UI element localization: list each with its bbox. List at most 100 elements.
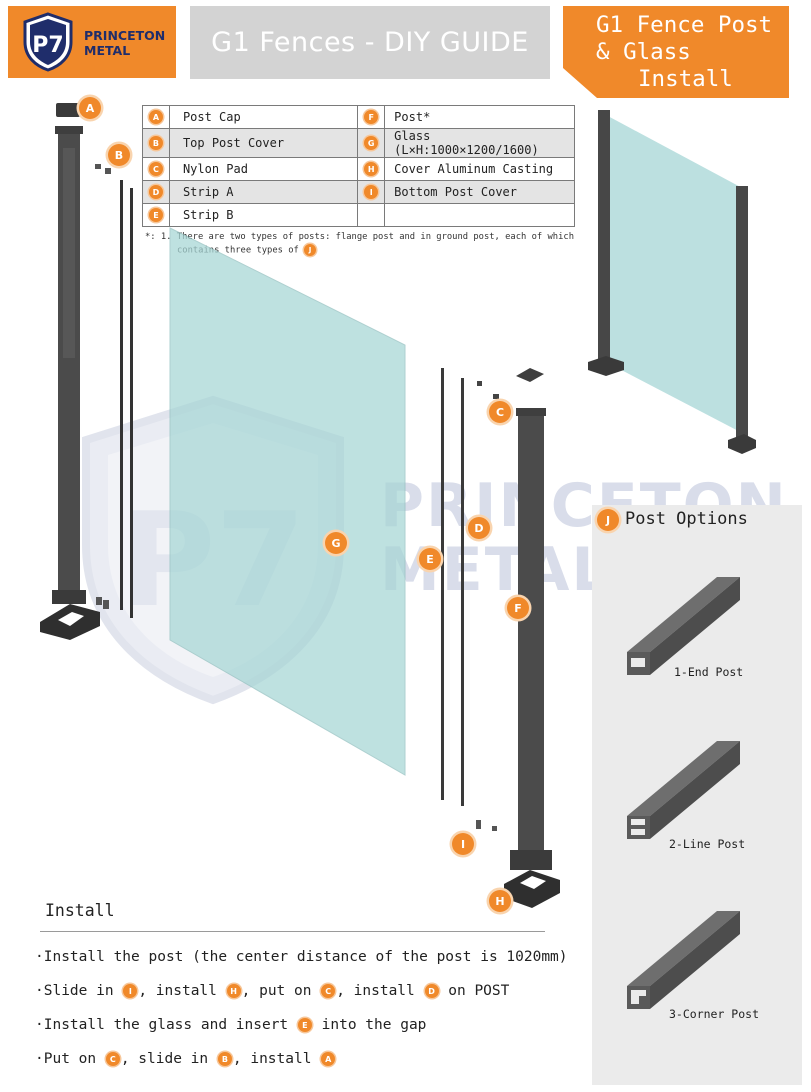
install-step-2: ·Slide in I, install H, put on C, instal… bbox=[35, 983, 509, 999]
left-post-cap bbox=[56, 103, 80, 117]
callout-f: F bbox=[507, 597, 529, 619]
part-name: Cover Aluminum Casting bbox=[394, 162, 554, 176]
step1-text: ·Install the post (the center distance o… bbox=[35, 949, 568, 965]
tag-line1: G1 Fence Post bbox=[596, 12, 773, 38]
part-name: Strip A bbox=[182, 185, 234, 199]
step2-badge-3: C bbox=[321, 984, 336, 998]
step4-badge-1: C bbox=[105, 1052, 120, 1066]
parts-table-cell bbox=[384, 203, 575, 227]
center-strip-e bbox=[461, 378, 464, 806]
left-post bbox=[52, 126, 86, 604]
glass-panel bbox=[169, 227, 406, 776]
step4-text-1: ·Put on bbox=[35, 1051, 97, 1067]
post-option-end-label: 1-End Post bbox=[674, 665, 744, 679]
step2-text-1: ·Slide in bbox=[35, 983, 114, 999]
step4-badge-2: B bbox=[217, 1052, 232, 1066]
corner-post-profile-icon bbox=[627, 911, 740, 1009]
post-options-title: Post Options bbox=[625, 509, 748, 529]
parts-table-row: C Nylon Pad H Cover Aluminum Casting bbox=[142, 157, 575, 181]
parts-table-cell: B bbox=[142, 128, 170, 158]
install-step-1: ·Install the post (the center distance o… bbox=[35, 949, 568, 965]
install-divider bbox=[40, 931, 545, 932]
parts-table-cell: F bbox=[357, 105, 386, 129]
part-name: Nylon Pad bbox=[182, 162, 248, 176]
step2-badge-1: I bbox=[123, 984, 138, 998]
install-heading: Install bbox=[45, 901, 115, 920]
title-tag: G1 Fence Post & Glass Install bbox=[596, 12, 786, 93]
parts-table: A Post Cap F Post* B Top Post Cover G Glass (L×… bbox=[142, 105, 575, 227]
parts-table-row: D Strip A I Bottom Post Cover bbox=[142, 180, 575, 204]
step2-text-2: , install bbox=[138, 983, 217, 999]
brand-line1: PRINCETON bbox=[84, 28, 166, 43]
tag-line2: & Glass bbox=[596, 39, 691, 65]
parts-table-row: B Top Post Cover G Glass (L×H:1000×1200/160… bbox=[142, 128, 575, 158]
part-name: Post Cap bbox=[182, 110, 241, 124]
footnote: *: 1. There are two types of posts: flan… bbox=[145, 231, 574, 258]
part-name: Glass (L×H:1000×1200/1600) bbox=[394, 129, 539, 157]
right-post-cap bbox=[516, 368, 544, 382]
post-option-corner-label: 3-Corner Post bbox=[669, 1007, 760, 1021]
shield-logo-icon: P7 bbox=[23, 12, 73, 72]
post-options-badge: J bbox=[597, 509, 619, 531]
footnote-line1: *: 1. There are two types of posts: flan… bbox=[145, 232, 574, 242]
parts-table-cell: G bbox=[357, 128, 386, 158]
callout-e: E bbox=[419, 548, 441, 570]
right-flange-plate bbox=[504, 870, 560, 908]
part-code-badge: F bbox=[364, 110, 379, 125]
svg-text:P7: P7 bbox=[32, 33, 63, 58]
footnote-line2: contains three types of bbox=[177, 245, 299, 256]
part-name: Post* bbox=[394, 110, 431, 124]
step3-text-2: into the gap bbox=[321, 1017, 427, 1033]
center-strip-d bbox=[441, 368, 444, 800]
install-step-3: ·Install the glass and insert E into the… bbox=[35, 1017, 426, 1033]
parts-table-cell: I bbox=[357, 180, 386, 204]
part-code-badge: E bbox=[148, 208, 163, 223]
step3-badge-1: E bbox=[297, 1018, 312, 1032]
step2-text-4: , install bbox=[336, 983, 415, 999]
step2-badge-4: D bbox=[424, 984, 439, 998]
assembled-preview bbox=[588, 110, 756, 454]
part-code-badge: A bbox=[148, 110, 163, 125]
post-option-line-label: 2-Line Post bbox=[669, 837, 746, 851]
parts-table-row: E Strip B bbox=[142, 203, 575, 227]
step3-text-1: ·Install the glass and insert bbox=[35, 1017, 289, 1033]
part-code-badge: B bbox=[148, 136, 163, 151]
part-code-badge: H bbox=[364, 162, 379, 177]
step2-text-3: , put on bbox=[241, 983, 312, 999]
watermark-line2: METAL bbox=[380, 535, 612, 605]
parts-table-cell: Bottom Post Cover bbox=[384, 180, 575, 204]
left-strip-a bbox=[120, 180, 123, 610]
callout-b: B bbox=[108, 144, 130, 166]
step2-text-5: on POST bbox=[448, 983, 510, 999]
callout-a: A bbox=[79, 97, 101, 119]
step4-badge-3: A bbox=[321, 1052, 336, 1066]
line-post-profile-icon bbox=[627, 741, 740, 839]
part-code-badge: D bbox=[148, 185, 163, 200]
parts-table-cell: C bbox=[142, 157, 170, 181]
part-name: Top Post Cover bbox=[182, 136, 285, 150]
callout-i: I bbox=[452, 833, 474, 855]
parts-table-row: A Post Cap F Post* bbox=[142, 105, 575, 129]
step4-text-2: , slide in bbox=[120, 1051, 209, 1067]
parts-table-cell: Strip B bbox=[168, 203, 359, 227]
parts-table-cell: Glass (L×H:1000×1200/1600) bbox=[384, 128, 575, 158]
callout-d: D bbox=[468, 517, 490, 539]
step4-text-3: , install bbox=[232, 1051, 312, 1067]
page-title: G1 Fences - DIY GUIDE bbox=[211, 27, 529, 58]
callout-h: H bbox=[489, 890, 511, 912]
brand-name: PRINCETON METAL bbox=[84, 28, 165, 58]
part-name: Bottom Post Cover bbox=[394, 185, 517, 199]
footnote-badge: J bbox=[304, 244, 317, 256]
parts-table-cell: Post Cap bbox=[168, 105, 359, 129]
part-name: Strip B bbox=[182, 208, 234, 222]
right-post-body bbox=[518, 412, 544, 858]
parts-table-cell: A bbox=[142, 105, 170, 129]
parts-table-cell: Nylon Pad bbox=[168, 157, 359, 181]
part-code-badge: C bbox=[148, 162, 163, 177]
tag-line3: Install bbox=[638, 66, 733, 92]
callout-c: C bbox=[489, 401, 511, 423]
callout-g: G bbox=[325, 532, 347, 554]
brand-line2: METAL bbox=[84, 43, 131, 58]
title-banner: G1 Fences - DIY GUIDE bbox=[190, 6, 550, 79]
step2-badge-2: H bbox=[226, 984, 241, 998]
